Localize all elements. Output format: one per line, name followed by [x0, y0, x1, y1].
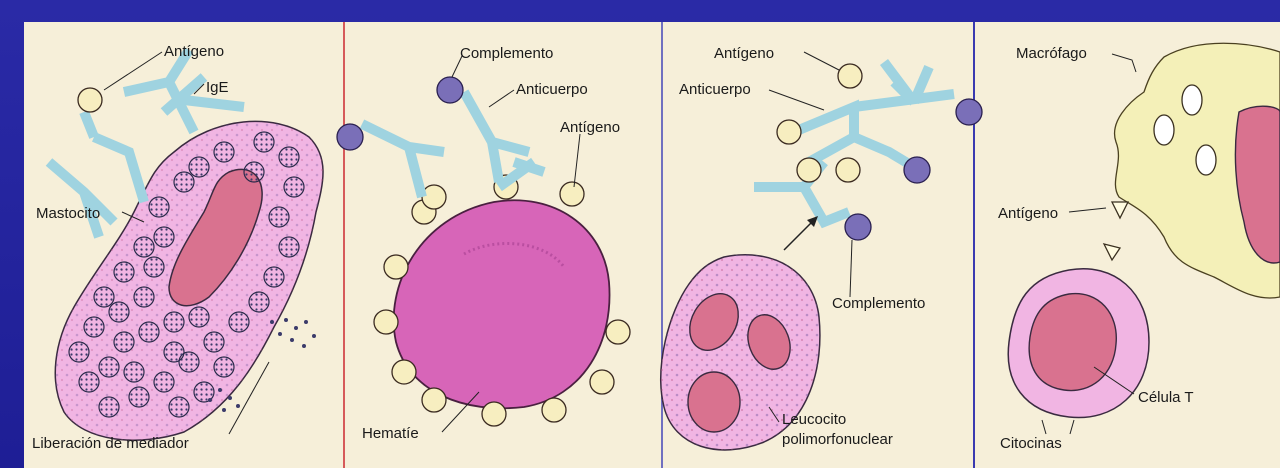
- label-antigen-3: Antígeno: [714, 45, 774, 62]
- label-mediator-release: Liberación de mediador: [32, 435, 189, 452]
- diagram-canvas: Antígeno IgE Mastocito Liberación de med…: [24, 22, 1280, 468]
- antigen-bead-1: [78, 88, 102, 112]
- label-antigen-4: Antígeno: [998, 205, 1058, 222]
- label-antigen-2: Antígeno: [560, 119, 620, 136]
- label-complement-3: Complemento: [832, 295, 925, 312]
- label-antibody-3: Anticuerpo: [679, 81, 751, 98]
- panel-red-cell: Complemento Anticuerpo Antígeno Hematíe: [337, 45, 630, 442]
- red-cell-body: [394, 200, 610, 408]
- panel-macrophage: Macrófago Antígeno Célula T Citocinas: [998, 43, 1280, 452]
- label-ige: IgE: [206, 79, 229, 96]
- label-antigen-1: Antígeno: [164, 43, 224, 60]
- panel-pmn: Antígeno Anticuerpo Complemento Leucocit…: [661, 45, 982, 450]
- panel-mast-cell: Antígeno IgE Mastocito Liberación de med…: [32, 43, 323, 452]
- label-mast-cell: Mastocito: [36, 205, 100, 222]
- label-t-cell: Célula T: [1138, 389, 1194, 406]
- label-complement-2: Complemento: [460, 45, 553, 62]
- complement-bead-1: [337, 124, 363, 150]
- label-cytokines: Citocinas: [1000, 435, 1062, 452]
- immune-mechanisms-diagram: Antígeno IgE Mastocito Liberación de med…: [24, 22, 1280, 468]
- label-leukocyte-2: polimorfonuclear: [782, 431, 893, 448]
- t-cell-nucleus: [1029, 294, 1116, 391]
- label-leukocyte-1: Leucocito: [782, 411, 846, 428]
- complement-beads-3: [845, 99, 982, 240]
- complement-bead-2: [437, 77, 463, 103]
- pmn-arrow: [784, 220, 814, 250]
- label-antibody-2: Anticuerpo: [516, 81, 588, 98]
- label-red-cell: Hematíe: [362, 425, 419, 442]
- label-macrophage: Macrófago: [1016, 45, 1087, 62]
